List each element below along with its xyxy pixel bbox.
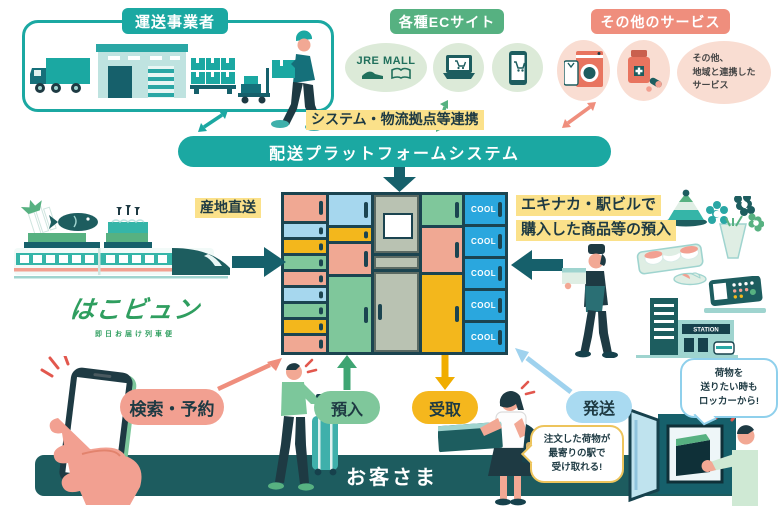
jre-mall-label: JRE MALL bbox=[356, 54, 416, 67]
direct-shipping-label: 産地直送 bbox=[195, 198, 261, 218]
receive-bubble: 注文した荷物が 最寄りの駅で 受け取れる! bbox=[530, 425, 624, 483]
platform-banner-label: 配送プラットフォームシステム bbox=[268, 145, 521, 163]
locker-cell[interactable] bbox=[329, 195, 371, 225]
hakobyun-logo: はこビュン 即日お届け列車便 bbox=[68, 290, 202, 339]
parcel-locker: COOL COOL COOL COOL COOL bbox=[281, 192, 508, 355]
locker-cell[interactable] bbox=[284, 272, 326, 285]
station-sign-text: STATION bbox=[693, 328, 718, 334]
locker-service-door[interactable] bbox=[374, 272, 419, 352]
others-label: その他のサービス bbox=[600, 13, 721, 30]
pickup-pill: 受取 bbox=[412, 391, 478, 424]
jre-mall-ellipse: JRE MALL bbox=[345, 43, 427, 92]
locker-cell[interactable] bbox=[329, 244, 371, 274]
locker-cell[interactable] bbox=[284, 304, 326, 317]
locker-cool-cell[interactable]: COOL bbox=[465, 195, 505, 224]
cart-icon bbox=[238, 68, 270, 104]
hakobyun-tagline: 即日お届け列車便 bbox=[95, 331, 175, 338]
locker-cell[interactable] bbox=[284, 320, 326, 333]
platform-banner: 配送プラットフォームシステム bbox=[178, 136, 611, 167]
ekinaka-line-2: 購入した商品等の預入 bbox=[516, 220, 677, 241]
arrow-right-to-locker bbox=[232, 247, 286, 277]
ec-phone-ellipse bbox=[492, 43, 543, 92]
locker-cell[interactable] bbox=[329, 228, 371, 241]
search-reserve-pill: 検索・予約 bbox=[120, 389, 224, 425]
locker-screen[interactable] bbox=[383, 213, 413, 239]
locker-control-panel[interactable] bbox=[374, 195, 419, 253]
locker-cool-cell[interactable]: COOL bbox=[465, 259, 505, 288]
locker-cell[interactable] bbox=[284, 288, 326, 301]
arrow-down-to-locker bbox=[383, 166, 416, 192]
washing-machine-icon bbox=[563, 50, 603, 87]
link-arrow-carriers bbox=[198, 110, 228, 132]
ec-label: 各種ECサイト bbox=[398, 13, 496, 30]
ec-laptop-ellipse bbox=[433, 43, 484, 92]
sushi-tray-icon bbox=[636, 243, 707, 286]
suitcase-person-icon bbox=[268, 358, 338, 491]
locker-col-control bbox=[374, 195, 419, 352]
warehouse-icon bbox=[96, 44, 188, 98]
woman-with-box-icon bbox=[438, 380, 542, 506]
arrow-deposit-up bbox=[337, 355, 357, 390]
ship-pill: 発送 bbox=[566, 391, 632, 423]
shoe-book-icons bbox=[362, 67, 411, 79]
others-badge: その他のサービス bbox=[591, 9, 730, 34]
carriers-badge: 運送事業者 bbox=[122, 8, 228, 34]
station-building-icon: STATION bbox=[636, 298, 738, 358]
ekinaka-line-1: エキナカ・駅ビルで bbox=[516, 195, 662, 216]
locker-cool-cell[interactable]: COOL bbox=[465, 291, 505, 320]
locker-cell[interactable] bbox=[284, 224, 326, 237]
regional-note: その他、 地域と連携した サービス bbox=[692, 53, 756, 91]
locker-cell[interactable] bbox=[284, 240, 326, 253]
ec-badge: 各種ECサイト bbox=[390, 9, 504, 34]
chef-person-icon bbox=[562, 244, 618, 358]
locker-cool-cell[interactable]: COOL bbox=[465, 323, 505, 352]
carriers-label: 運送事業者 bbox=[134, 13, 215, 31]
laundry-circle bbox=[557, 40, 610, 101]
pos-register-icon bbox=[704, 276, 766, 313]
locker-col-2 bbox=[329, 195, 371, 352]
arrow-pickup-down bbox=[435, 355, 455, 390]
phone-cart-icon bbox=[508, 50, 527, 85]
hakobyun-brand-text: はこビュン bbox=[68, 296, 202, 324]
locker-cell[interactable] bbox=[329, 277, 371, 352]
link-arrow-others bbox=[562, 102, 596, 128]
locker-col-cool: COOL COOL COOL COOL COOL bbox=[465, 195, 505, 352]
locker-col-4 bbox=[422, 195, 462, 352]
locker-cell[interactable] bbox=[284, 195, 326, 221]
locker-slot bbox=[374, 256, 419, 269]
smartphone-in-hand-icon bbox=[40, 356, 142, 505]
locker-col-1 bbox=[284, 195, 326, 352]
arrow-search-to-locker bbox=[217, 358, 282, 392]
customers-label: お客さま bbox=[346, 467, 438, 489]
open-locker-scene bbox=[628, 406, 758, 506]
laptop-cart-icon bbox=[442, 54, 475, 79]
deposit-pill: 預入 bbox=[314, 391, 380, 424]
locker-cell[interactable] bbox=[422, 275, 462, 352]
box-stack-icon bbox=[190, 58, 236, 94]
pharmacy-circle bbox=[617, 40, 670, 101]
shinkansen-cargo-train bbox=[14, 199, 230, 279]
locker-cell[interactable] bbox=[284, 336, 326, 352]
truck-icon bbox=[30, 58, 90, 93]
locker-cell[interactable] bbox=[284, 256, 326, 269]
send-bubble: 荷物を 送りたい時も ロッカーから! bbox=[680, 358, 778, 418]
locker-cell[interactable] bbox=[422, 195, 462, 225]
system-link-label: システム・物流拠点等連携 bbox=[306, 110, 484, 130]
locker-cell[interactable] bbox=[422, 228, 462, 272]
arrow-left-to-locker bbox=[511, 250, 563, 280]
arrow-ship-to-locker bbox=[515, 348, 573, 394]
medicine-icon bbox=[627, 49, 662, 92]
regional-note-ellipse: その他、 地域と連携した サービス bbox=[677, 41, 771, 104]
flower-bouquet-icon bbox=[706, 196, 764, 259]
delivery-person-icon bbox=[271, 30, 323, 131]
locker-cool-cell[interactable]: COOL bbox=[465, 227, 505, 256]
